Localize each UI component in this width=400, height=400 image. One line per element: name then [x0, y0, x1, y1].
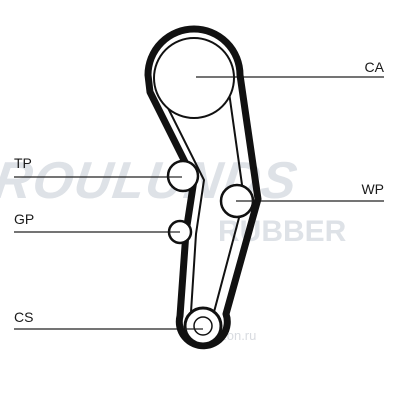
crankshaft-sprocket: [183, 306, 223, 346]
crankshaft-sprocket-hub: [193, 316, 213, 336]
callout-labels: CA TP WP GP CS: [14, 59, 385, 325]
label-cs: CS: [14, 309, 33, 325]
label-wp: WP: [361, 181, 384, 197]
label-gp: GP: [14, 211, 34, 227]
watermark-brand-sub: RUBBER: [218, 215, 347, 248]
leader-line-overlays: [168, 76, 253, 330]
label-tp: TP: [14, 155, 32, 171]
camshaft-pulley: [153, 37, 235, 119]
label-ca: CA: [365, 59, 385, 75]
timing-belt: [144, 25, 262, 350]
tensioner-pulley: [166, 159, 200, 193]
